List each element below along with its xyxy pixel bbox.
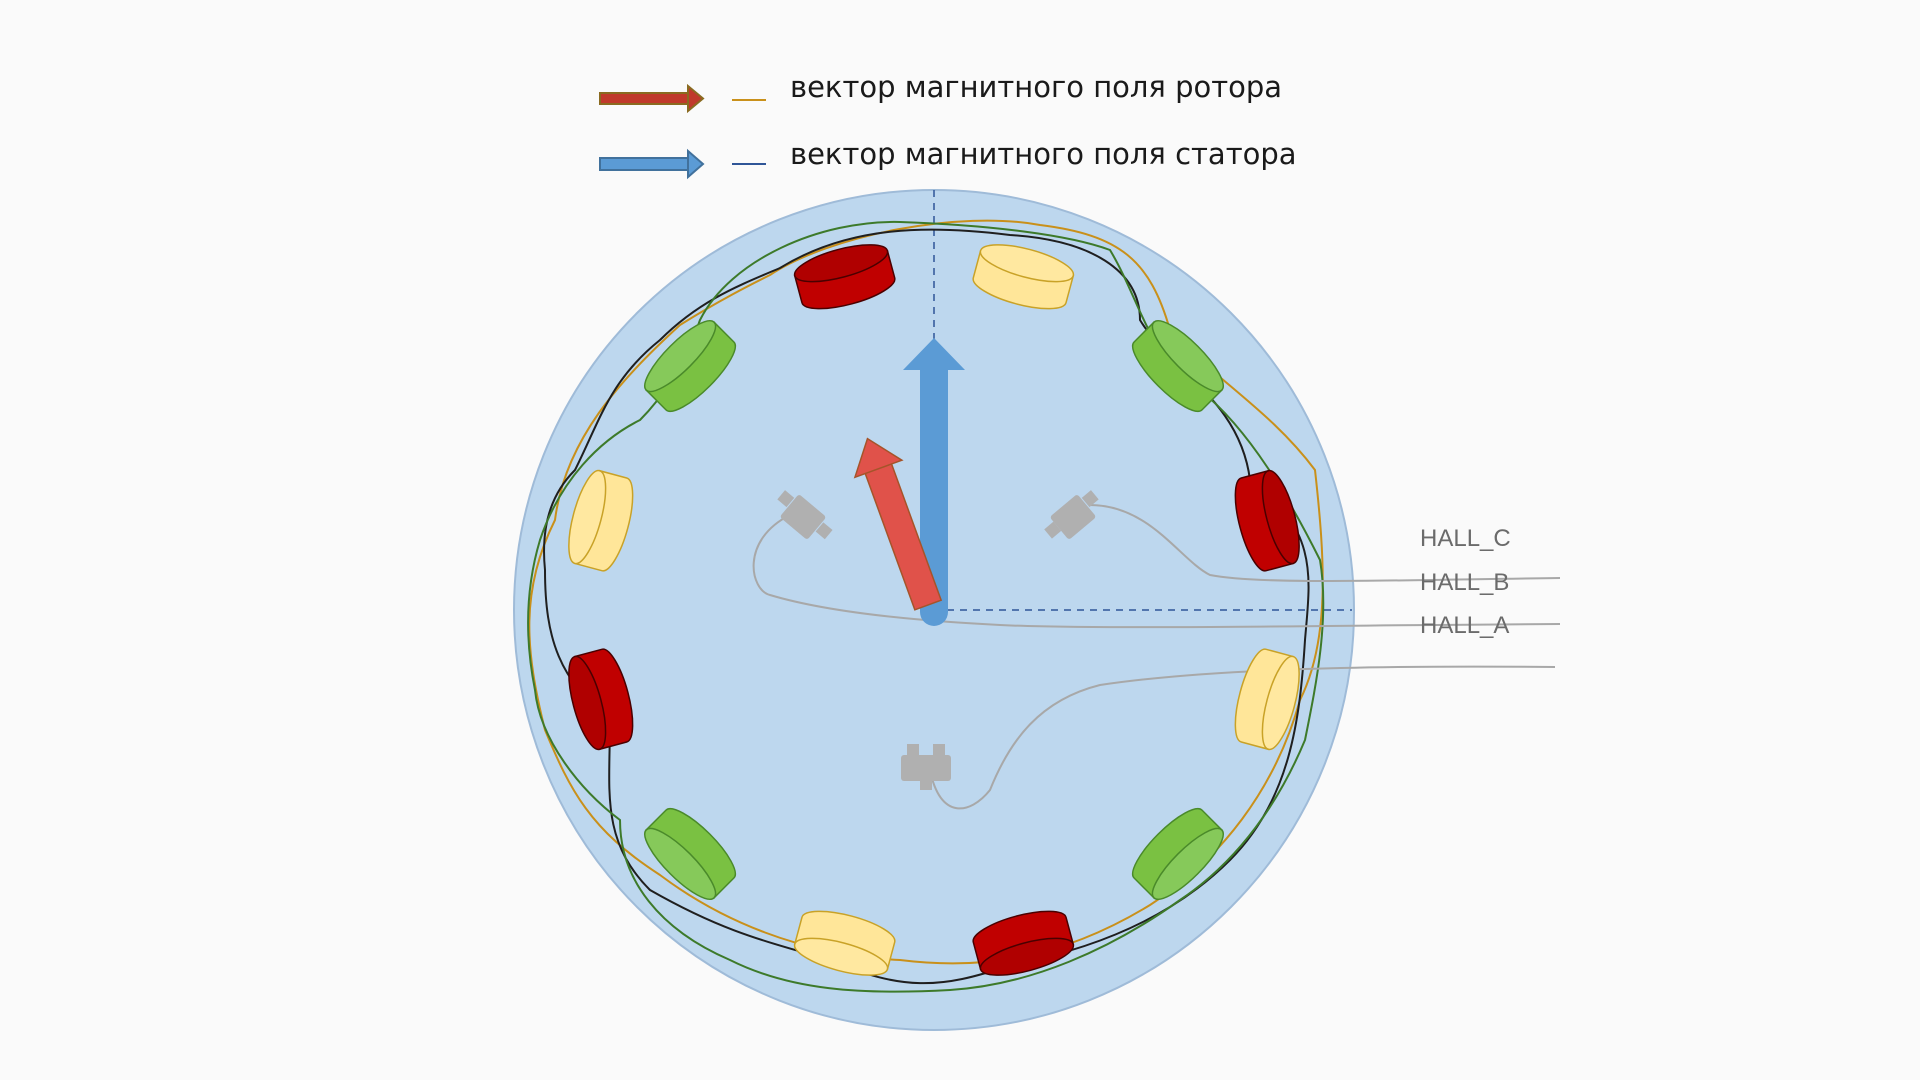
legend: вектор магнитного поля ротора вектор маг…: [599, 70, 1297, 180]
hall-c-line: [1089, 504, 1561, 583]
coil-green-3: [1131, 320, 1224, 413]
coil-green-12: [644, 320, 737, 413]
legend-stator-arrow-icon: [599, 148, 705, 180]
hall-b-label: HALL_B: [1420, 569, 1509, 596]
hall-b-line: [929, 665, 1556, 810]
coil-red-4: [1234, 469, 1300, 572]
hall-c-label: HALL_C: [1420, 525, 1511, 552]
hall-a-label: HALL_A: [1420, 612, 1509, 639]
coil-yellow-2: [972, 244, 1075, 310]
coil-green-6: [1131, 807, 1224, 900]
rotor-vector-arrow: [853, 437, 943, 611]
hall-a-line: [752, 514, 1561, 629]
coil-red-7: [972, 910, 1075, 976]
legend-rotor-arrow-icon: [599, 83, 705, 114]
coil-red-10: [568, 648, 634, 751]
coil-yellow-5: [1234, 648, 1300, 751]
hall-sensor-icon-c: [1044, 490, 1099, 539]
legend-stator-label: вектор магнитного поля статора: [790, 137, 1297, 171]
coil-yellow-11: [568, 469, 634, 572]
stator-coils: [568, 244, 1300, 976]
hall-lines: [752, 504, 1561, 810]
hall-sensor-icon-b: [901, 744, 951, 790]
legend-rotor-label: вектор магнитного поля ротора: [790, 70, 1282, 104]
coil-green-9: [644, 807, 737, 900]
winding-green: [527, 220, 1325, 993]
coil-red-1: [793, 244, 896, 310]
hall-sensor-icon-a: [777, 490, 833, 540]
coil-yellow-8: [793, 910, 896, 976]
